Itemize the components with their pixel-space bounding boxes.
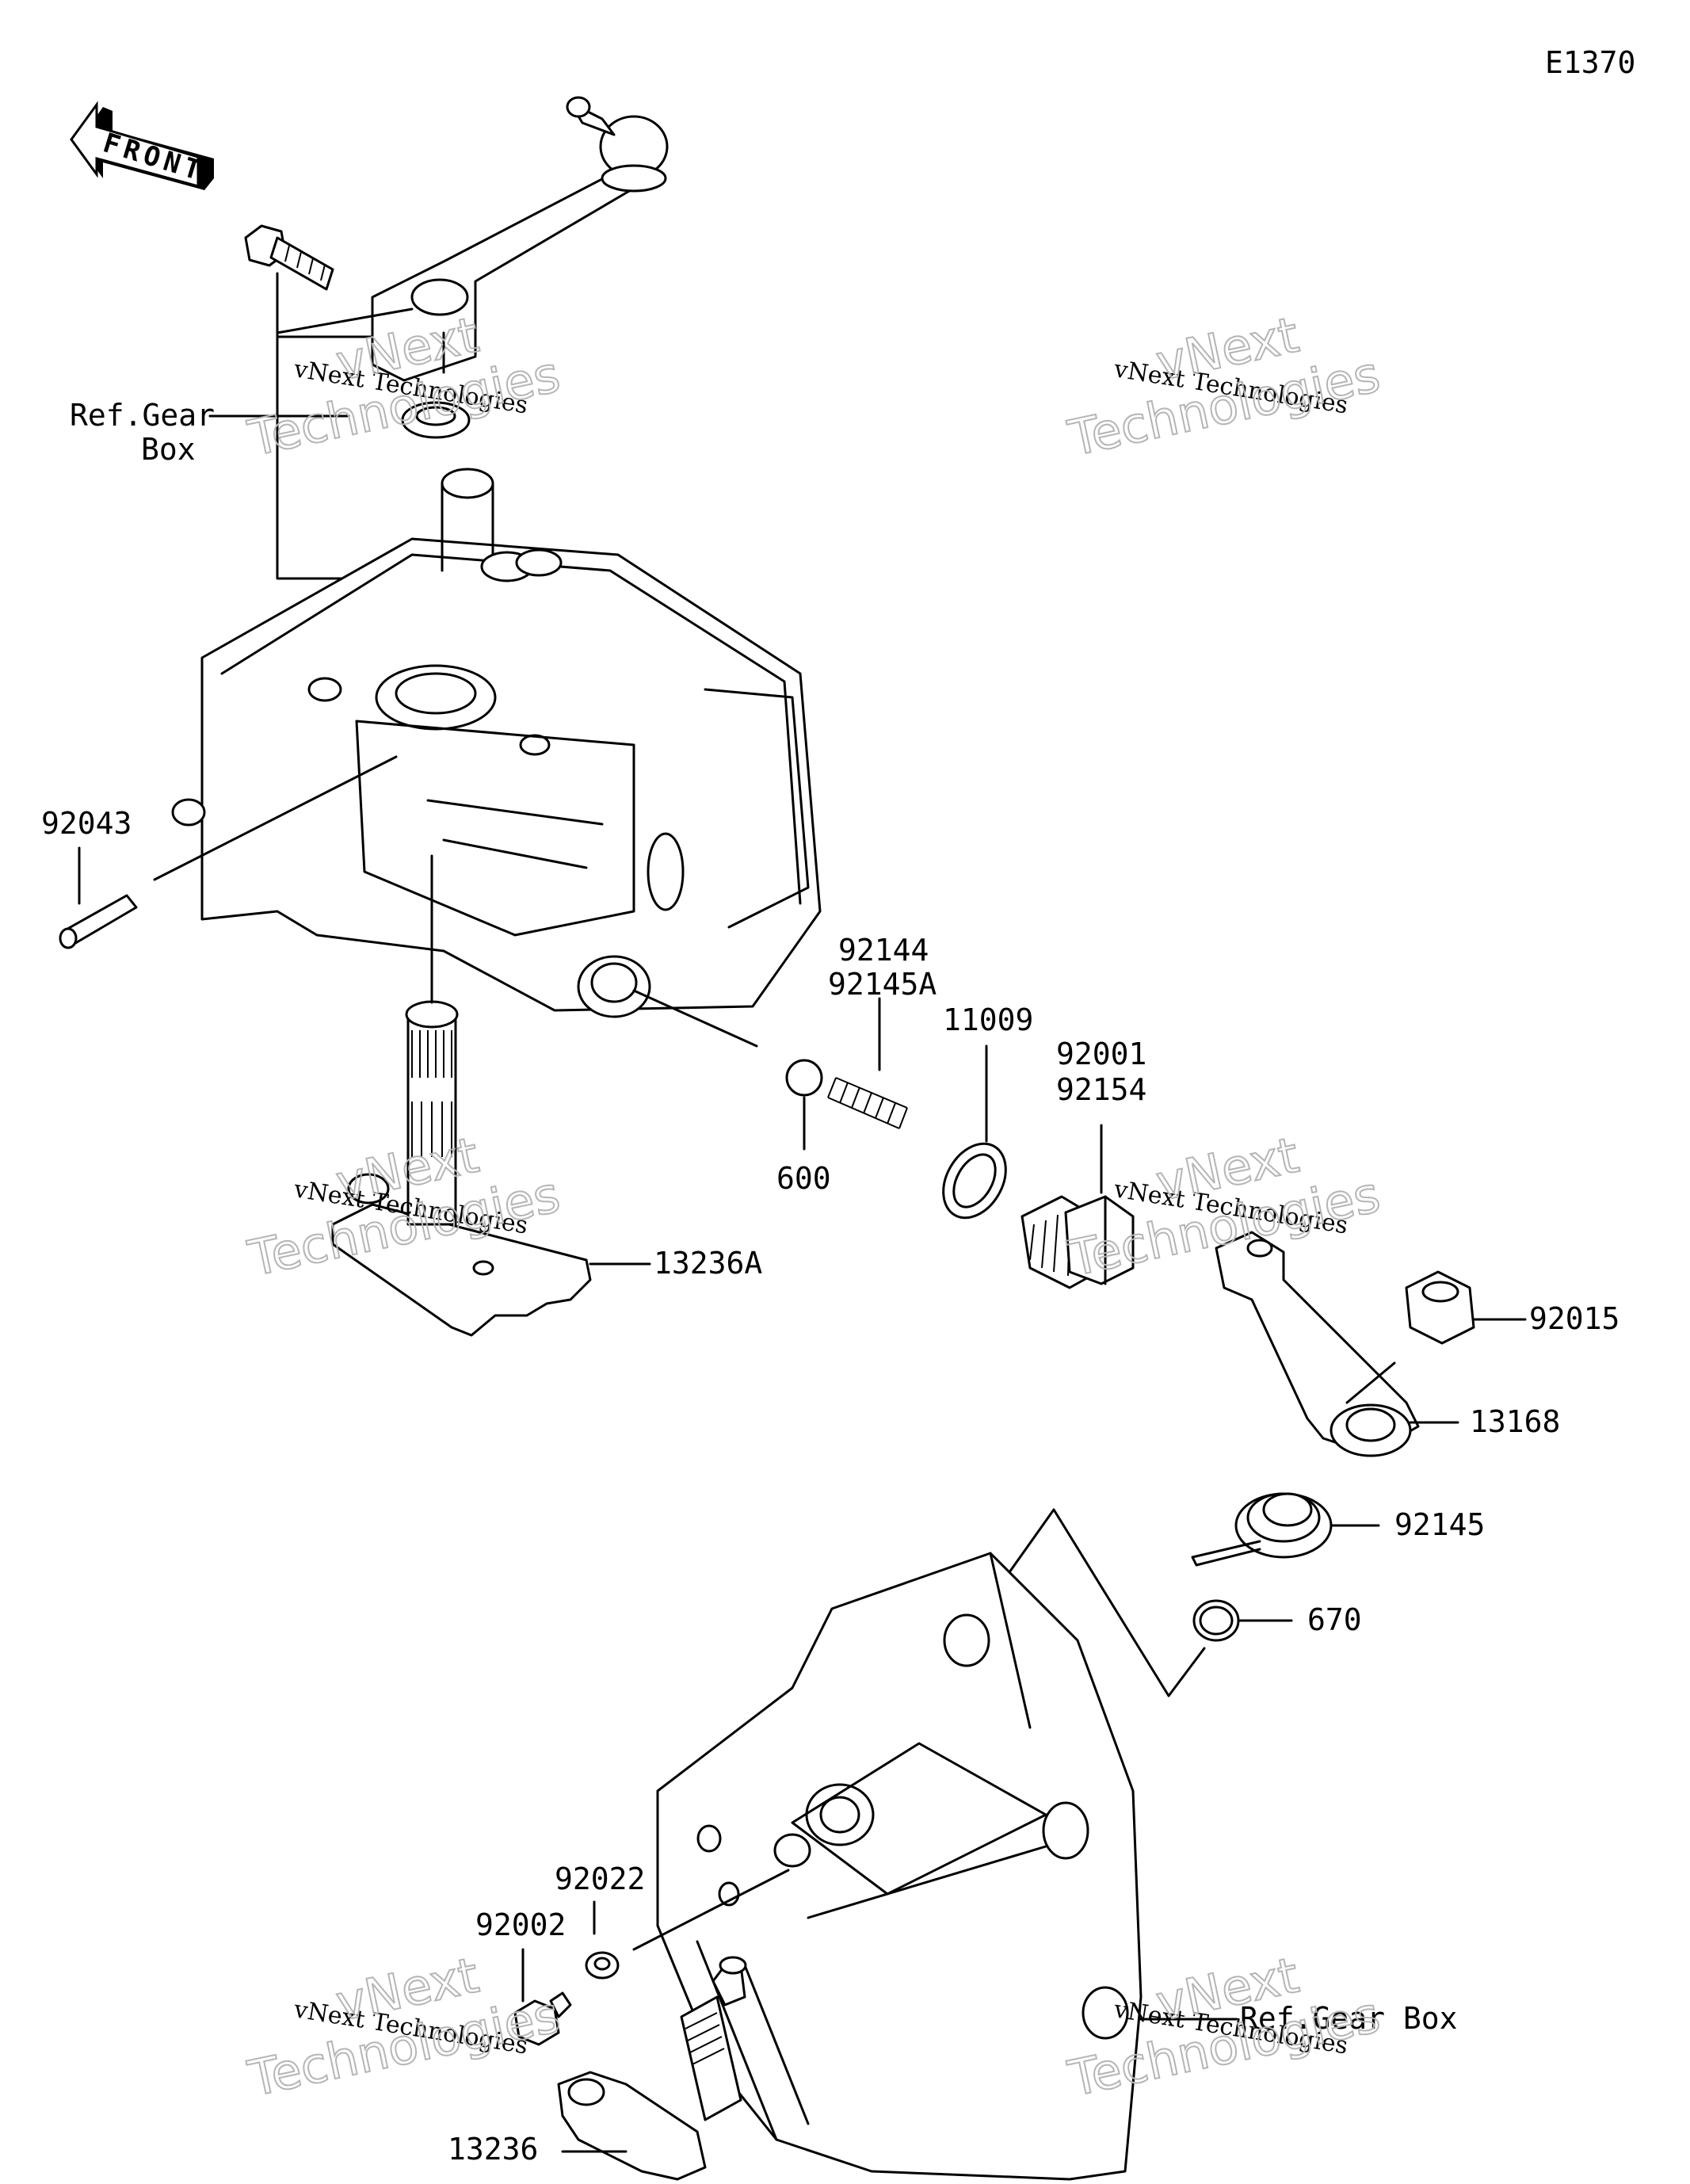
callout-11009: 11009 — [943, 1002, 1033, 1037]
plug-bolt-92001 — [1020, 1124, 1135, 1289]
ref-gear-box-label-line1: Ref.Gear — [70, 398, 215, 433]
watermark-top-right: vNext Technologies Technologies vNext — [1062, 305, 1386, 468]
callout-13236A: 13236A — [654, 1246, 762, 1281]
front-arrow-label: FRONT — [99, 127, 208, 188]
spring-92144 — [827, 997, 908, 1129]
callout-92022: 92022 — [555, 1861, 645, 1896]
gear-box-housing-lower — [656, 1552, 1143, 2181]
callout-92001: 92001 — [1056, 1037, 1146, 1071]
shift-shaft-13236 — [557, 1956, 747, 2181]
callout-92144: 92144 — [838, 933, 929, 968]
watermark-bottom-left: vNext Technologies Technologies vNext — [242, 1945, 566, 2109]
callout-600: 600 — [776, 1161, 831, 1196]
ball-600 — [632, 989, 823, 1151]
torsion-spring-92145 — [1191, 1492, 1380, 1567]
front-arrow-icon: FRONT — [70, 101, 214, 190]
ref-gear-box-label-line2: Box — [141, 432, 196, 467]
callout-92015: 92015 — [1529, 1301, 1619, 1336]
washer-11009 — [942, 1044, 1007, 1220]
shift-shaft-13236A — [331, 854, 592, 1337]
o-ring-670 — [1192, 1599, 1293, 1642]
lever-13168 — [1215, 1231, 1459, 1457]
callout-670: 670 — [1307, 1602, 1362, 1637]
washer-92022 — [585, 1869, 790, 1980]
washer-upper — [401, 401, 471, 439]
callout-92145A: 92145A — [828, 967, 937, 1002]
callout-92154: 92154 — [1056, 1072, 1146, 1107]
ref-gear-box-label-bottom: Ref.Gear Box — [1240, 2001, 1458, 2036]
diagram-code: E1370 — [1545, 45, 1635, 80]
shift-arm-upper — [371, 96, 669, 382]
callout-92043: 92043 — [41, 806, 132, 841]
watermark-top-left: vNext Technologies Technologies vNext — [242, 305, 566, 468]
callout-92002: 92002 — [475, 1907, 566, 1942]
watermark-middle-right: vNext Technologies Technologies vNext — [1062, 1125, 1386, 1289]
nut-92015 — [1405, 1270, 1527, 1345]
gear-box-housing-upper — [171, 468, 822, 1018]
pin-92043 — [59, 755, 398, 949]
callout-13236: 13236 — [448, 2132, 538, 2167]
callout-92145: 92145 — [1394, 1507, 1485, 1542]
callout-13168: 13168 — [1470, 1404, 1560, 1439]
bolt-upper — [244, 224, 334, 291]
bolt-92002 — [513, 1948, 572, 2046]
